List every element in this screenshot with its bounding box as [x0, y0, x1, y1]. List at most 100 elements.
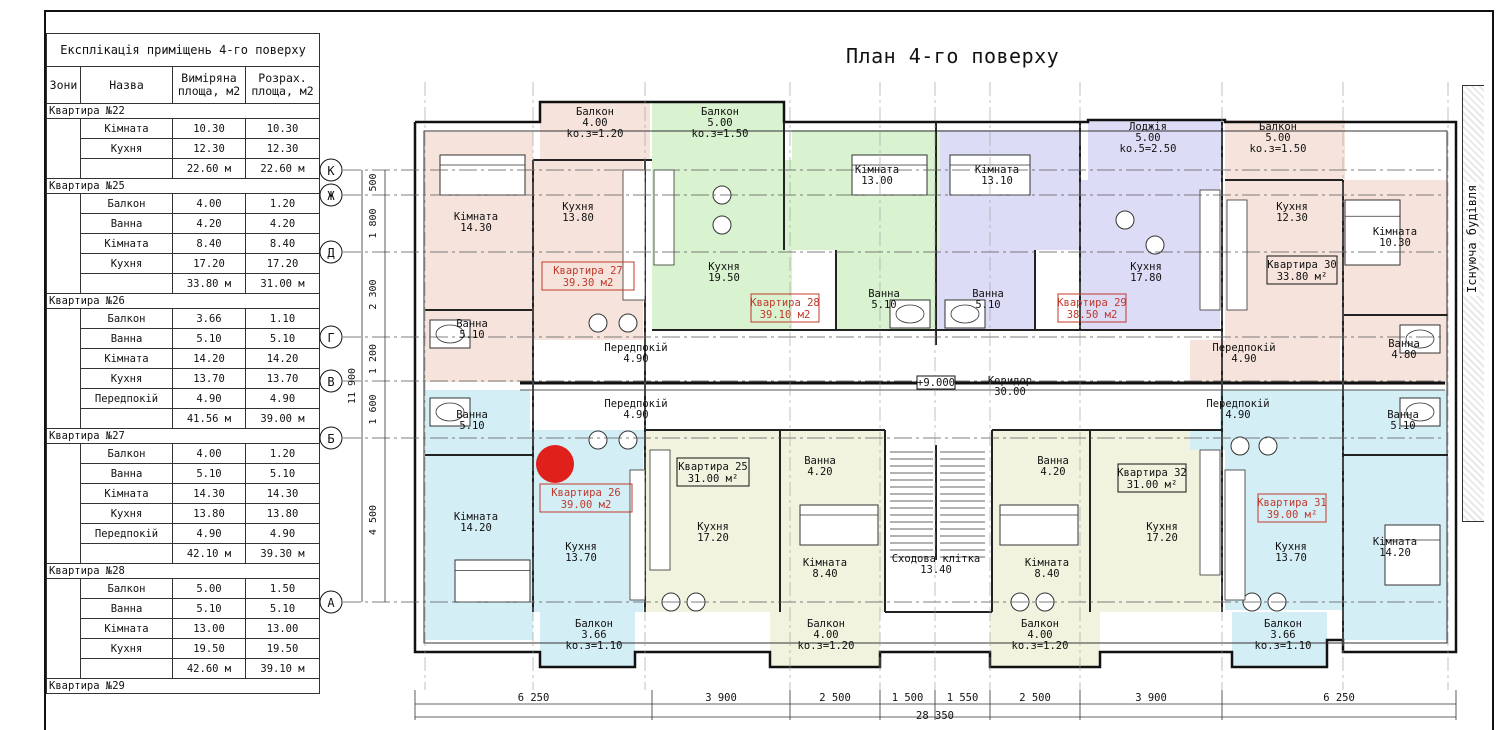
explication-title: Експлікація приміщень 4-го поверху [45, 33, 321, 67]
apartment-label-box [750, 293, 820, 323]
room-label-st: 13.40 [920, 564, 952, 576]
room-label-b32: Балкон [1021, 618, 1059, 630]
apartment-label-box [1057, 293, 1127, 323]
room-label-r28: 13.00 [861, 175, 893, 187]
room-label-b25: Балкон [807, 618, 845, 630]
kitchen-counter [653, 169, 675, 266]
room-cell: 5.10 [244, 598, 321, 619]
room-cell: 13.70 [244, 368, 321, 389]
bed-icon [439, 154, 526, 196]
room-label-v26: Ванна [456, 409, 488, 421]
room-label-cor: 30.00 [994, 386, 1026, 398]
room-label-b30: 5.00 [1265, 132, 1290, 144]
kitchen-counter [1199, 449, 1221, 576]
outer-wall [413, 100, 1458, 669]
room-cell: 8.40 [244, 233, 321, 254]
horizontal-dim: 6 250 [1323, 692, 1355, 704]
apartment-name: Квартира №22 [45, 103, 321, 119]
room-cell: 1.20 [244, 443, 321, 464]
room-label-k31: 13.70 [1275, 552, 1307, 564]
apartment-area: 31.00 м² [1127, 479, 1178, 491]
room-cell: Балкон [80, 193, 173, 214]
tub-icon [1405, 329, 1435, 349]
room-label-p26: Передпокій [604, 398, 667, 410]
zone-fill-apt29 [1080, 180, 1220, 330]
room-label-v28: Ванна [868, 288, 900, 300]
room-label-b28: kо.з=1.50 [692, 128, 749, 140]
room-label-b28: 5.00 [707, 117, 732, 129]
horizontal-dim: 6 250 [518, 692, 550, 704]
column-header: Зони [46, 66, 81, 104]
apartment-label: Квартира 32 [1117, 467, 1187, 479]
apartment-label: Квартира 25 [678, 461, 748, 473]
room-cell: Кухня [80, 503, 173, 524]
total-cell: 42.60 м [172, 658, 246, 679]
apartment-row: Квартира №25 [45, 178, 321, 194]
room-label-l29: Лоджія [1129, 121, 1167, 133]
room-label-b31: 3.66 [1270, 629, 1295, 641]
horizontal-dim: 2 500 [819, 692, 851, 704]
room-label-r27: 14.30 [460, 222, 492, 234]
axis-bubble [319, 369, 343, 393]
apartment-name: Квартира №28 [45, 563, 321, 579]
bed-icon [851, 154, 928, 196]
room-label-k28: 19.50 [708, 272, 740, 284]
vertical-dim: 500 [368, 173, 379, 191]
room-label-r26: 14.20 [460, 522, 492, 534]
room-cell: 5.10 [172, 598, 246, 619]
kitchen-counter [1224, 469, 1246, 601]
zone-fill-apt32 [990, 612, 1100, 667]
axis-label: А [327, 596, 335, 610]
room-cell: 1.50 [244, 578, 321, 599]
room-label-r30: 10.30 [1379, 237, 1411, 249]
apartment-label: Квартира 27 [553, 265, 623, 277]
apartment-label: Квартира 30 [1267, 259, 1337, 271]
room-label-b25: 4.00 [813, 629, 838, 641]
tub-icon [950, 304, 980, 324]
vertical-dim: 4 500 [368, 505, 379, 535]
chair-icon [618, 313, 638, 333]
room-label-b30: kо.з=1.50 [1250, 143, 1307, 155]
axis-bubble [319, 183, 343, 207]
horizontal-dim: 1 500 [892, 692, 924, 704]
room-label-p31: 4.90 [1225, 409, 1250, 421]
room-cell: 13.00 [172, 618, 246, 639]
room-label-r31: Кімната [1373, 536, 1417, 548]
room-label-v29: 5.10 [975, 299, 1000, 311]
plan-title: План 4-го поверху [846, 44, 1060, 68]
room-label-v31: 5.10 [1390, 420, 1415, 432]
room-label-b31: Балкон [1264, 618, 1302, 630]
chair-icon [588, 313, 608, 333]
room-cell: 4.20 [244, 213, 321, 234]
apartment-area: 38.50 м2 [1067, 309, 1118, 321]
horizontal-dim: 1 550 [947, 692, 979, 704]
chair-icon [1230, 436, 1250, 456]
zone-fill-apt29 [1088, 120, 1222, 182]
axis-label: Д [327, 246, 335, 260]
tub-icon [435, 402, 465, 422]
kitchen-counter [649, 449, 671, 571]
tub-icon [895, 304, 925, 324]
zone-fill-apt31 [1232, 612, 1327, 667]
bed-icon [454, 559, 531, 603]
total-cell: 31.00 м [244, 273, 321, 294]
room-label-b26: kо.з=1.10 [566, 640, 623, 652]
room-label-k27: 13.80 [562, 212, 594, 224]
vertical-dim: 1 800 [368, 208, 379, 238]
room-cell: 1.20 [244, 193, 321, 214]
axis-bubble [319, 590, 343, 614]
room-cell: Кімната [80, 348, 173, 369]
apartment-label-box [1266, 255, 1338, 285]
kitchen-counter [1226, 199, 1248, 311]
axis-label: В [327, 375, 334, 389]
room-label-k29: 17.80 [1130, 272, 1162, 284]
